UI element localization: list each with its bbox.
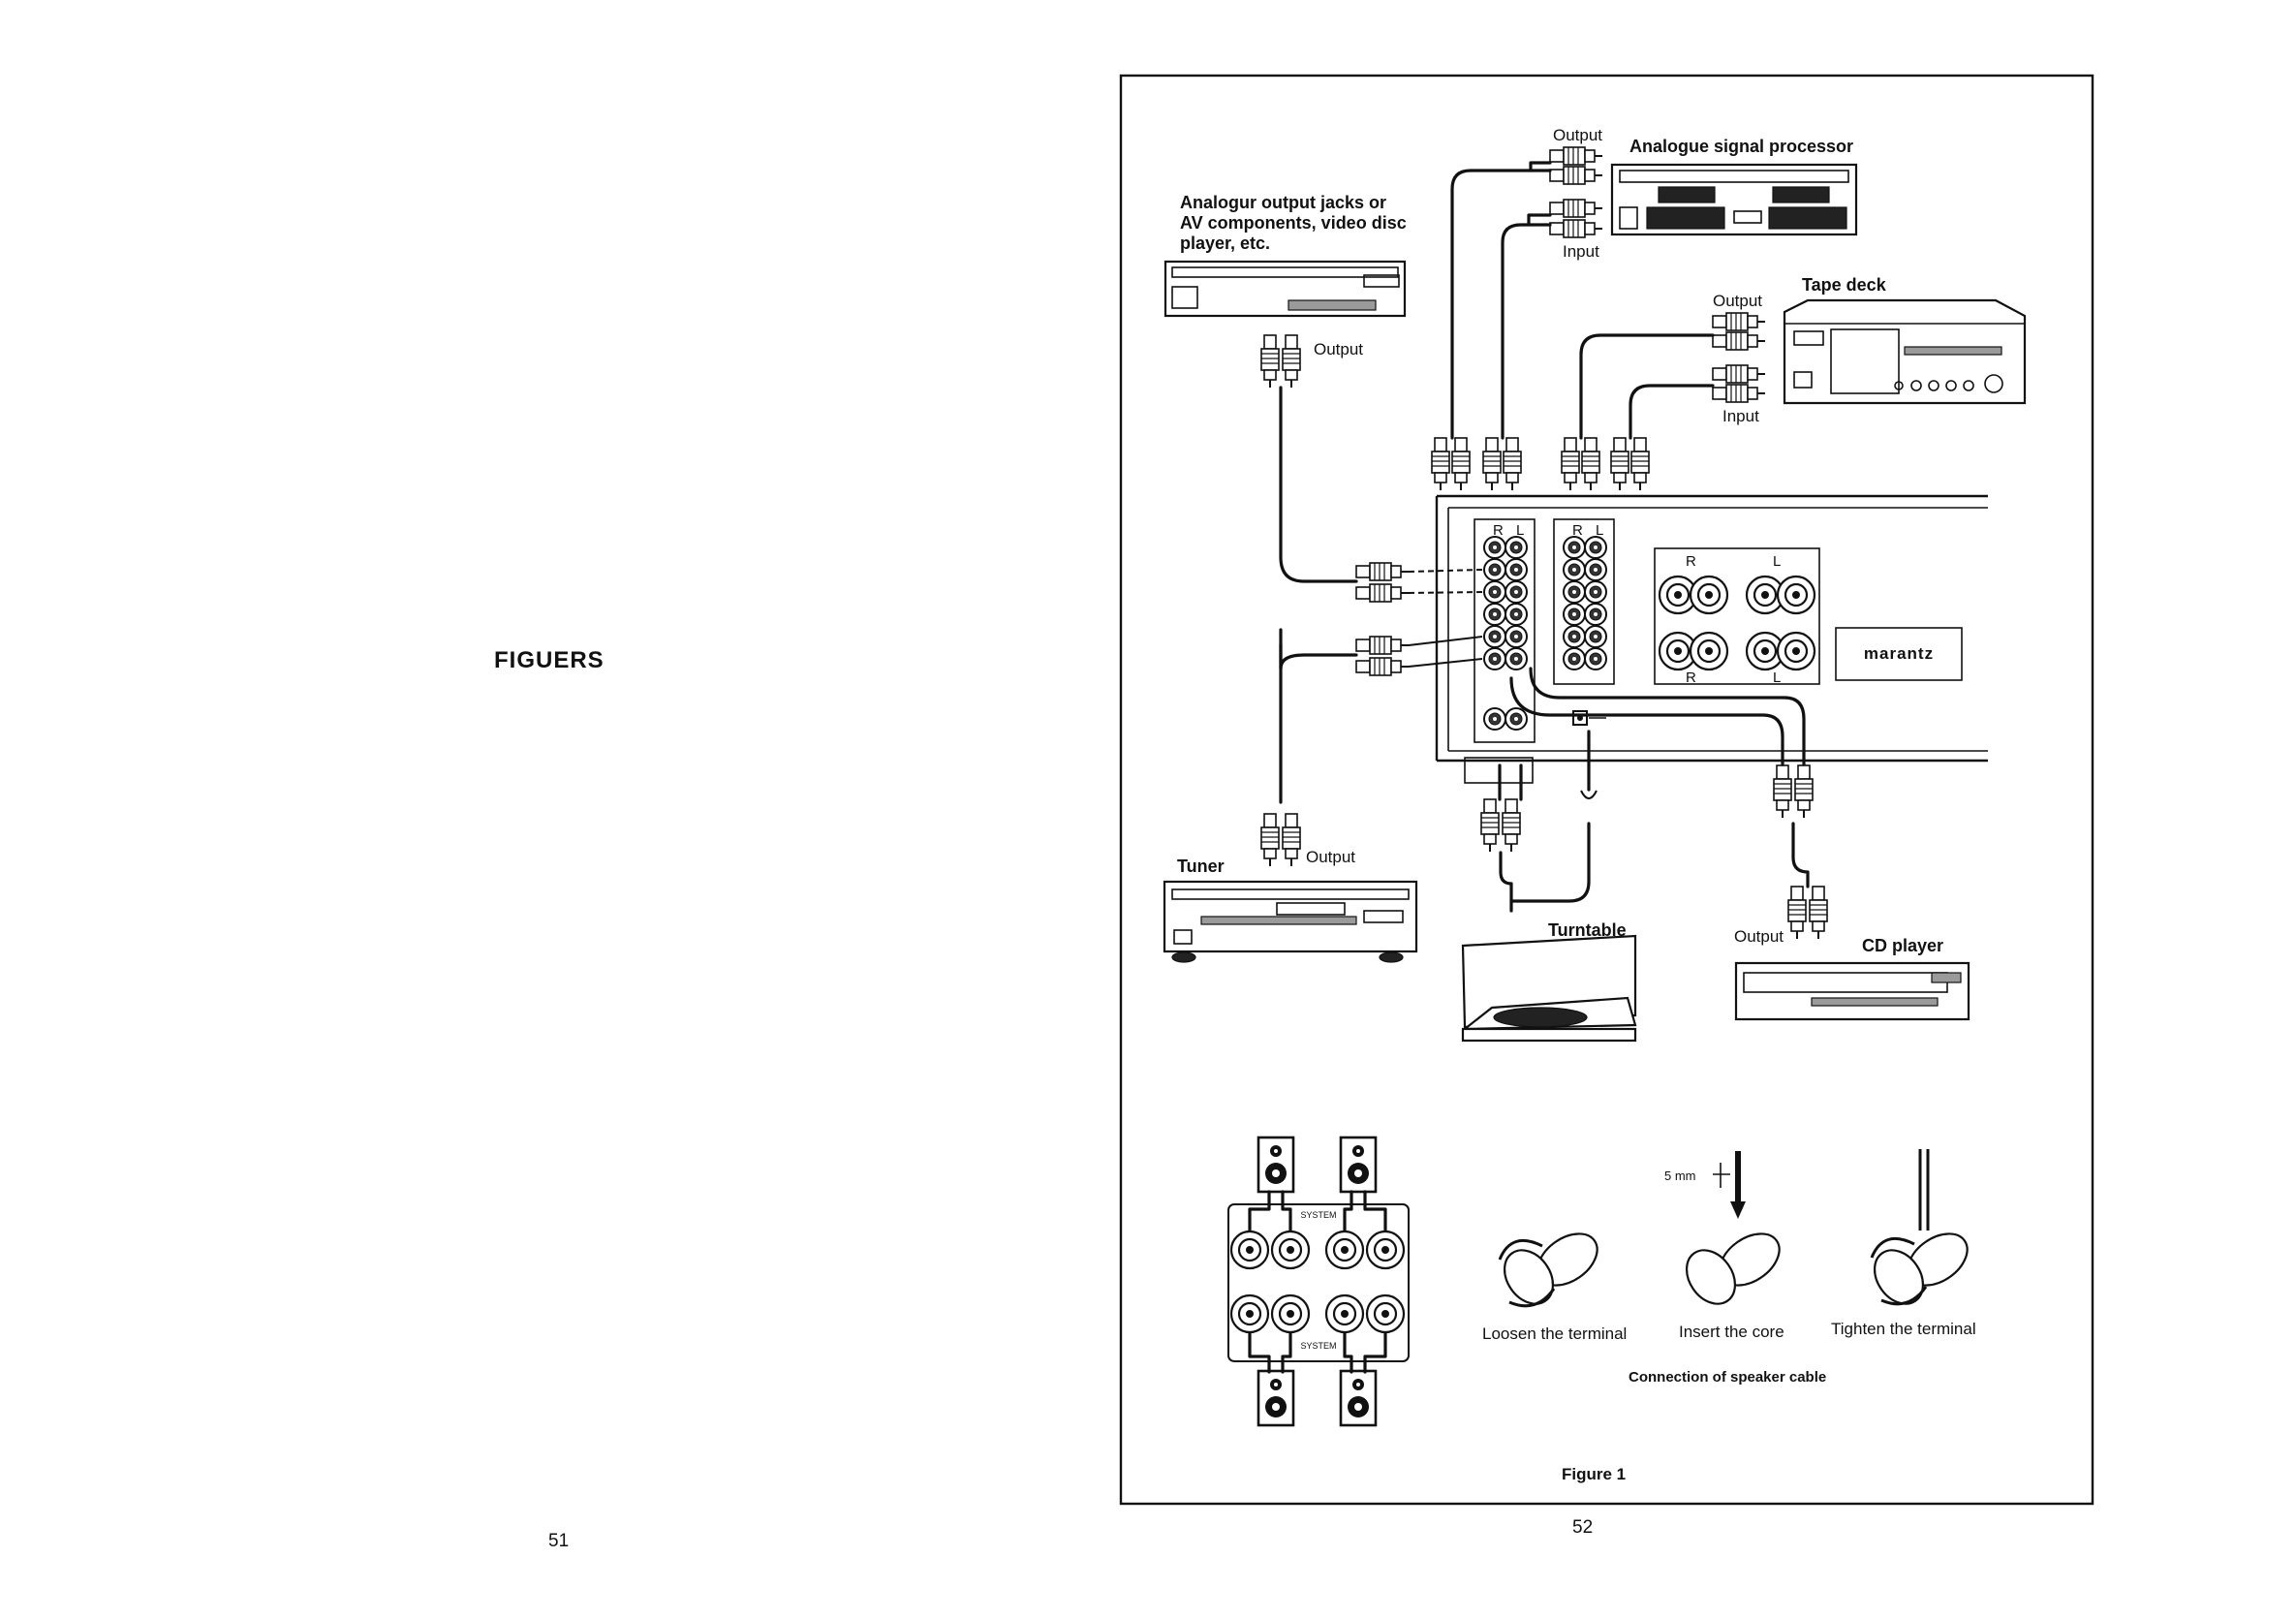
cd-plugs	[1773, 764, 1828, 940]
left-page-number: 51	[548, 1531, 570, 1551]
cd-player	[1734, 961, 1970, 1021]
tape-deck-label: Tape deck	[1802, 275, 1887, 295]
asp-plugs	[1549, 146, 1603, 238]
side-plugs	[1355, 562, 1410, 676]
cables	[1279, 161, 1810, 913]
speaker-terminal-label-r-top: R	[1686, 553, 1696, 570]
tape-deck	[1783, 298, 2027, 405]
cd-player-label: CD player	[1862, 936, 1943, 955]
step-tighten-label: Tighten the terminal	[1831, 1320, 1976, 1338]
av-components-label-line3: player, etc.	[1180, 234, 1270, 253]
figure-frame	[1119, 74, 2094, 1506]
asp-output-label: Output	[1553, 126, 1602, 144]
turntable-label: Turntable	[1548, 920, 1627, 940]
speaker-terminal-label-r-bottom: R	[1686, 670, 1696, 686]
right-page-number: 52	[1572, 1517, 1594, 1538]
amp-speaker-terminals	[1658, 575, 1816, 671]
tuner-label: Tuner	[1177, 857, 1225, 876]
step-tighten-illustration	[1870, 1149, 1969, 1306]
av-components-label-line1: Analogur output jacks or	[1180, 193, 1386, 212]
av-components-label-line2: AV components, video disc	[1180, 213, 1407, 233]
tape-input-label: Input	[1722, 407, 1759, 425]
analogue-signal-processor-label: Analogue signal processor	[1629, 137, 1853, 156]
av-output-label: Output	[1314, 340, 1363, 358]
jack-label-r-2: R	[1572, 522, 1583, 539]
jack-label-l-1: L	[1516, 522, 1524, 539]
analogue-signal-processor	[1610, 163, 1858, 236]
system-label-top: SYSTEM	[1300, 1210, 1336, 1220]
tuner-output-label: Output	[1306, 848, 1355, 866]
cd-output-label: Output	[1734, 927, 1784, 946]
speaker-cable-title: Connection of speaker cable	[1629, 1369, 1826, 1386]
step-loosen-label: Loosen the terminal	[1482, 1324, 1627, 1343]
system-label-bottom: SYSTEM	[1300, 1341, 1336, 1351]
page-heading: FIGUERS	[494, 647, 605, 673]
step-insert-illustration	[1685, 1151, 1781, 1305]
asp-input-label: Input	[1563, 242, 1599, 261]
tuner	[1163, 880, 1418, 963]
av-plugs	[1260, 334, 1301, 389]
av-component-player	[1164, 260, 1407, 318]
input-jacks	[1483, 536, 1607, 731]
amplifier-rear-panel	[1435, 494, 1988, 784]
tuner-plugs	[1260, 813, 1301, 867]
step-loosen-illustration	[1498, 1232, 1598, 1308]
dashed-routing	[1408, 569, 1483, 668]
top-plug-row	[1431, 437, 1650, 491]
step-insert-label: Insert the core	[1679, 1323, 1784, 1341]
figure-caption: Figure 1	[1562, 1465, 1626, 1483]
turntable	[1461, 934, 1637, 1043]
dimension-label: 5 mm	[1664, 1168, 1696, 1183]
turntable-plugs	[1480, 790, 1598, 853]
tape-plugs	[1712, 312, 1766, 403]
speaker-terminal-label-l-bottom: L	[1773, 670, 1781, 686]
ground-terminal	[1572, 710, 1606, 726]
speaker-terminal-label-l-top: L	[1773, 553, 1781, 570]
jack-label-r-1: R	[1493, 522, 1504, 539]
jack-label-l-2: L	[1596, 522, 1603, 539]
brand-logo: marantz	[1864, 644, 1934, 663]
speaker-system-panel	[1227, 1136, 1410, 1427]
tape-output-label: Output	[1713, 292, 1762, 310]
